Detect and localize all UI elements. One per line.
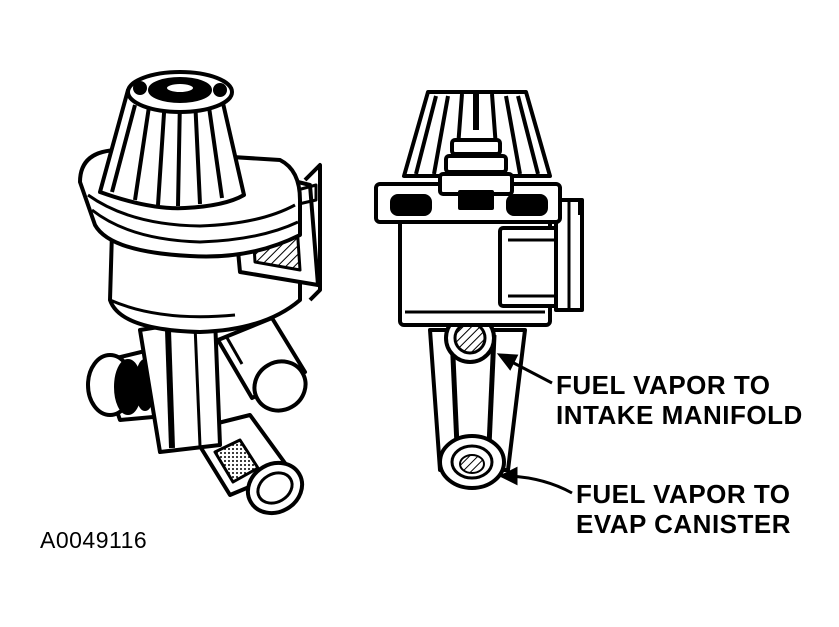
elevation-cap (402, 90, 552, 178)
valve-isometric-view (78, 70, 322, 516)
label-evap-canister: FUEL VAPOR TO EVAP CANISTER (576, 479, 791, 539)
label-evap-line2: EVAP CANISTER (576, 509, 792, 539)
solenoid-stack (438, 138, 514, 210)
figure-id: A0049116 (40, 527, 148, 553)
ribbed-cap (98, 88, 246, 211)
label-intake-manifold: FUEL VAPOR TO INTAKE MANIFOLD (556, 370, 803, 430)
callout-arrows (496, 353, 573, 495)
label-intake-line2: INTAKE MANIFOLD (556, 400, 803, 430)
valve-stem (138, 316, 222, 454)
elevation-housing (398, 198, 584, 327)
arrow-evap (498, 466, 573, 495)
cap-top (126, 70, 234, 114)
valve-elevation-view (374, 90, 584, 490)
arrow-intake (496, 353, 553, 385)
label-evap-line1: FUEL VAPOR TO (576, 479, 791, 509)
evap-canister-port (438, 434, 506, 490)
upper-tube-port (216, 316, 308, 413)
label-intake-line1: FUEL VAPOR TO (556, 370, 771, 400)
